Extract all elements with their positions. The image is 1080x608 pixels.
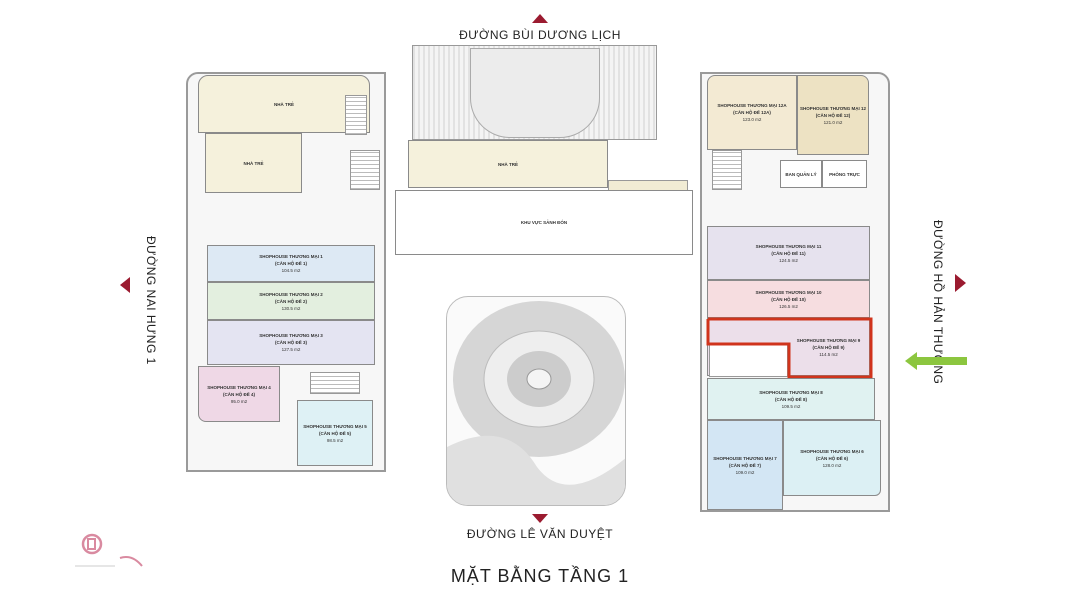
unit-7: SHOPHOUSE THƯƠNG MẠI 7(CĂN HỘ ĐẾ 7)109.0… [707, 420, 783, 510]
street-bottom: ĐƯỜNG LÊ VĂN DUYỆT [466, 527, 614, 541]
south-marker-icon [532, 514, 548, 523]
stairs [345, 95, 367, 135]
room-nha-tre-center: NHÀ TRẺ [408, 140, 608, 188]
west-marker-icon [120, 277, 130, 293]
highlight-outline-unit-9 [706, 317, 873, 379]
stairs [310, 372, 360, 394]
stairs [350, 150, 380, 190]
entrance-arrow-icon [905, 352, 967, 370]
room-guard: PHÒNG TRỰC [822, 160, 867, 188]
unit-4: SHOPHOUSE THƯƠNG MẠI 4(CĂN HỘ ĐẾ 4)95.0 … [198, 366, 280, 422]
room-management: BAN QUẢN LÝ [780, 160, 822, 188]
unit-6: SHOPHOUSE THƯƠNG MẠI 6(CĂN HỘ ĐẾ 6)128.0… [783, 420, 881, 496]
unit-10: SHOPHOUSE THƯƠNG MẠI 10(CĂN HỘ ĐẾ 10)126… [707, 280, 870, 318]
room-nha-tre-2: NHÀ TRẺ [205, 133, 302, 193]
unit-3: SHOPHOUSE THƯƠNG MẠI 3(CĂN HỘ ĐẾ 3)127.5… [207, 320, 375, 365]
unit-5: SHOPHOUSE THƯƠNG MẠI 5(CĂN HỘ ĐẾ 5)98.5 … [297, 400, 373, 466]
street-top: ĐƯỜNG BÙI DƯƠNG LỊCH [459, 28, 621, 42]
unit-12: SHOPHOUSE THƯƠNG MẠI 12(CĂN HỘ ĐẾ 12)121… [797, 75, 869, 155]
unit-2: SHOPHOUSE THƯƠNG MẠI 2(CĂN HỘ ĐẾ 2)130.5… [207, 282, 375, 320]
tower-atrium [470, 48, 600, 138]
unit-12a: SHOPHOUSE THƯƠNG MẠI 12A(CĂN HỘ ĐẾ 12A)1… [707, 75, 797, 150]
courtyard [446, 296, 626, 506]
unit-11: SHOPHOUSE THƯƠNG MẠI 11(CĂN HỘ ĐẾ 11)124… [707, 226, 870, 280]
room-nha-tre-1: NHÀ TRẺ [198, 75, 370, 133]
unit-8: SHOPHOUSE THƯƠNG MẠI 8(CĂN HỘ ĐẾ 8)109.5… [707, 378, 875, 420]
page-title: MẶT BẰNG TẦNG 1 [450, 566, 630, 586]
street-right: ĐƯỜNG HỒ HẢN THƯỜNG [931, 220, 945, 385]
unit-1: SHOPHOUSE THƯƠNG MẠI 1(CĂN HỘ ĐẾ 1)104.5… [207, 245, 375, 282]
brand-logo [70, 530, 150, 580]
lobby-area: KHU VỰC SẢNH ĐÓN [395, 190, 693, 255]
street-left: ĐƯỜNG NAI HƯNG 1 [144, 236, 158, 365]
north-marker-icon [532, 14, 548, 23]
stairs [712, 150, 742, 190]
east-marker-icon [955, 274, 966, 292]
